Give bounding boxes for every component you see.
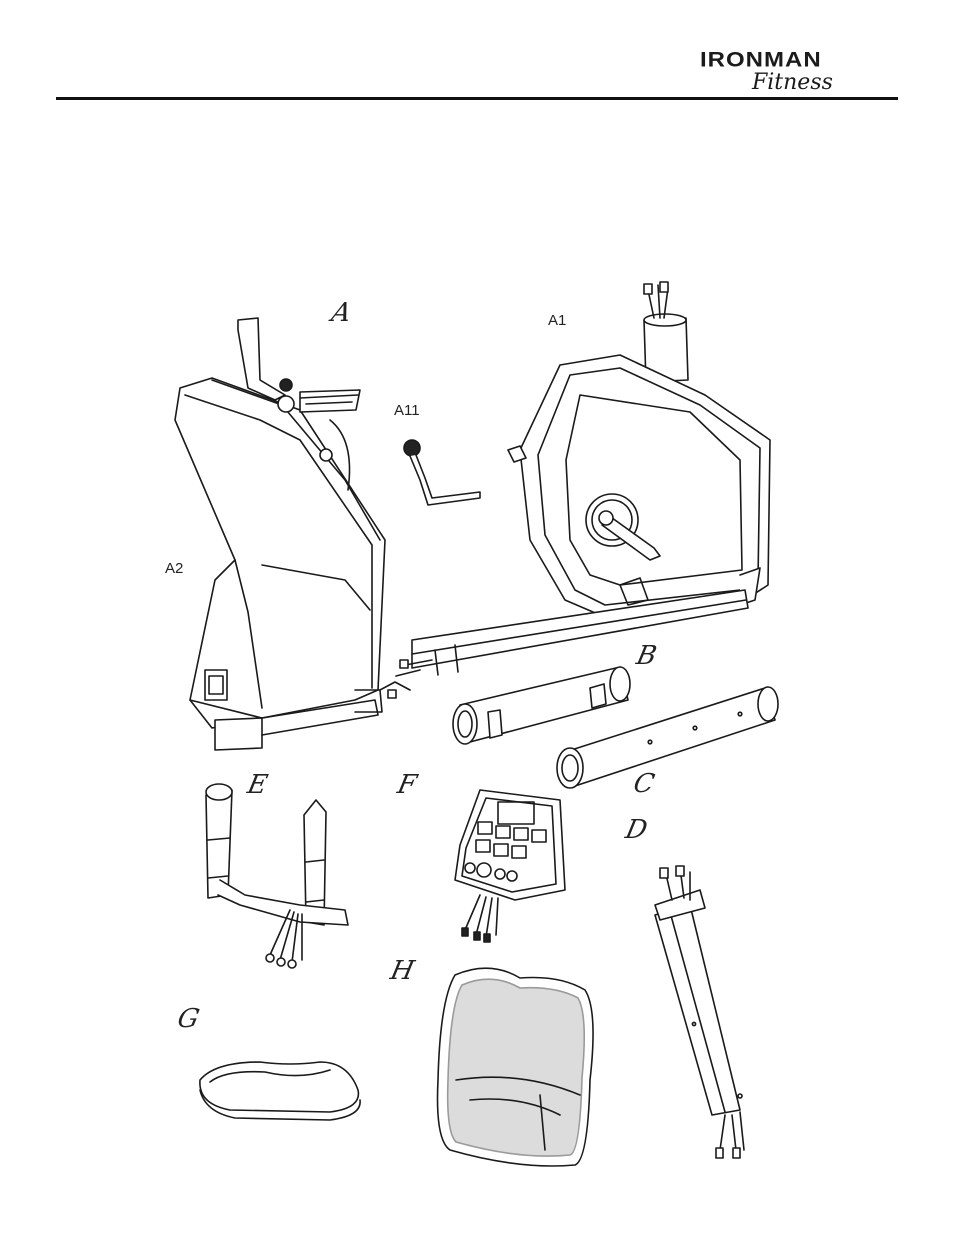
part-h-backrest: [438, 968, 594, 1166]
label-part-a2: A2: [165, 560, 183, 577]
part-f-console: [455, 790, 565, 942]
part-e-handlebar: [206, 784, 348, 968]
part-d-console-mast: [655, 866, 744, 1158]
label-part-a11: A11: [394, 402, 420, 419]
label-part-a1: A1: [548, 312, 566, 329]
part-a1-front-frame: [388, 282, 770, 698]
part-g-seat: [200, 1062, 360, 1120]
part-a2-rear-frame: [175, 318, 410, 750]
part-b-stabilizer-tube: [453, 667, 630, 744]
part-a11-lever: [404, 440, 480, 505]
